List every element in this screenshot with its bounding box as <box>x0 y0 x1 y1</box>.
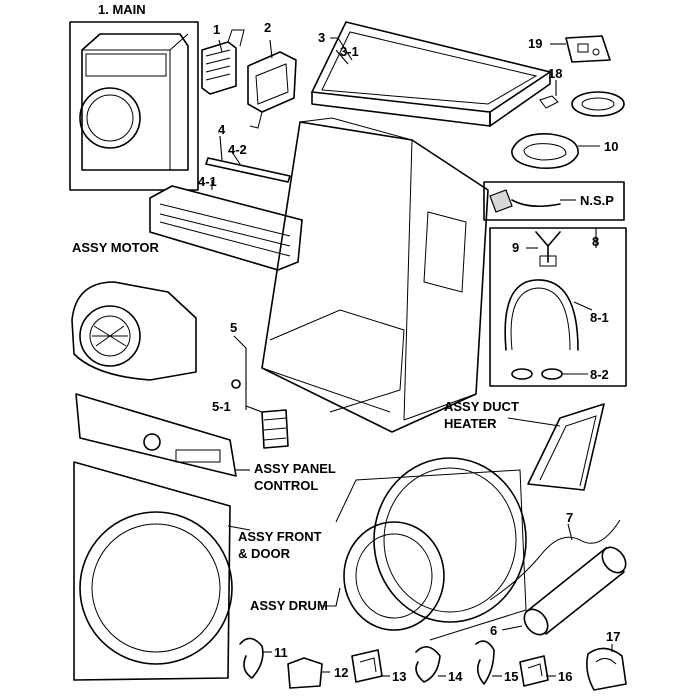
label-assy-motor: ASSY MOTOR <box>72 240 160 255</box>
label-nsp: N.S.P <box>580 193 614 208</box>
part-13-clip <box>351 649 383 683</box>
part-4-frame-bracket <box>149 157 303 271</box>
label-13: 13 <box>392 669 406 684</box>
label-10: 10 <box>604 139 618 154</box>
assy-front-door <box>73 461 233 681</box>
part-17-clip <box>586 647 627 691</box>
label-18: 18 <box>548 66 562 81</box>
part-8-hose-kit <box>489 227 627 387</box>
part-3-top-cover <box>310 21 552 127</box>
part-16-clip <box>519 655 549 687</box>
label-main: 1. MAIN <box>98 2 146 17</box>
label-8-2: 8-2 <box>590 367 609 382</box>
label-assy-front-1: ASSY FRONT <box>238 529 322 544</box>
part-1-lint-filter <box>201 29 245 95</box>
label-4: 4 <box>218 122 226 137</box>
label-15: 15 <box>504 669 518 684</box>
label-5: 5 <box>230 320 237 335</box>
label-7: 7 <box>566 510 573 525</box>
label-4-2: 4-2 <box>228 142 247 157</box>
label-4-1: 4-1 <box>198 174 217 189</box>
label-1: 1 <box>213 22 220 37</box>
label-8-1: 8-1 <box>590 310 609 325</box>
part-19-bracket <box>565 35 611 63</box>
part-7-wire-harness <box>489 519 621 601</box>
part-11-clip <box>239 637 264 679</box>
label-2: 2 <box>264 20 271 35</box>
assy-drum <box>335 457 527 641</box>
label-assy-front-2: & DOOR <box>238 546 291 561</box>
nsp-power-cord <box>483 181 625 221</box>
assy-panel-control <box>75 393 237 477</box>
part-18-gasket <box>539 91 625 117</box>
part-15-clip <box>475 640 495 685</box>
assy-duct-heater <box>527 403 605 491</box>
part-5-leveling-leg <box>231 379 289 449</box>
label-6: 6 <box>490 623 497 638</box>
label-assy-duct-2: HEATER <box>444 416 497 431</box>
label-assy-panel-1: ASSY PANEL <box>254 461 336 476</box>
label-3-1: 3-1 <box>340 44 359 59</box>
label-assy-duct-1: ASSY DUCT <box>444 399 519 414</box>
assy-motor <box>71 281 197 381</box>
part-10-duct-seal <box>511 133 579 170</box>
label-19: 19 <box>528 36 542 51</box>
part-14-clip <box>415 646 441 683</box>
part-2-filter-housing <box>247 51 297 129</box>
label-12: 12 <box>334 665 348 680</box>
main-unit-inset <box>69 21 199 191</box>
label-3: 3 <box>318 30 325 45</box>
label-9: 9 <box>512 240 519 255</box>
label-8: 8 <box>592 234 599 249</box>
label-14: 14 <box>448 669 463 684</box>
label-assy-drum: ASSY DRUM <box>250 598 328 613</box>
part-6-exhaust-duct <box>523 546 627 636</box>
label-16: 16 <box>558 669 572 684</box>
label-5-1: 5-1 <box>212 399 231 414</box>
cabinet-frame <box>261 117 489 433</box>
label-17: 17 <box>606 629 620 644</box>
label-assy-panel-2: CONTROL <box>254 478 318 493</box>
label-11: 11 <box>274 645 288 660</box>
part-12-clip <box>287 657 323 689</box>
